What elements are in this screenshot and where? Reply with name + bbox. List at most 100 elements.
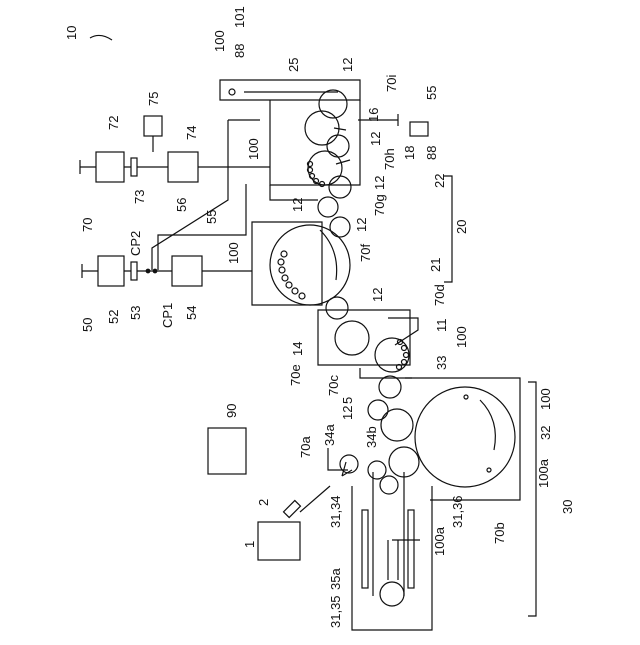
label-56: 56 (174, 198, 189, 212)
roller-35-top (380, 476, 398, 494)
beads-21 (278, 251, 305, 299)
arrow-drum-32 (480, 400, 495, 450)
roller-35-bottom (380, 582, 404, 606)
label-73: 73 (132, 190, 147, 204)
label-88-right: 88 (424, 146, 439, 160)
conveyor-guide-left (362, 510, 368, 588)
roller-70g-1 (318, 197, 338, 217)
label-90: 90 (224, 404, 239, 418)
roller-12-b (327, 135, 349, 157)
label-31-34: 31,34 (328, 495, 343, 528)
housing-21 (252, 222, 322, 305)
mark-32-top (464, 395, 468, 399)
label-system: 10 (64, 26, 79, 40)
label-75: 75 (146, 92, 161, 106)
label-12-b: 12 (368, 132, 383, 146)
roller-70i (319, 90, 347, 118)
drum-16 (305, 111, 339, 145)
roller-34b (381, 409, 413, 441)
label-12-g: 12 (340, 406, 355, 420)
label-30: 30 (560, 500, 575, 514)
label-70b: 70b (492, 522, 507, 544)
label-cp1: CP1 (160, 303, 175, 328)
label-70d: 70d (432, 284, 447, 306)
label-31-35: 31,35 (328, 595, 343, 628)
label-33: 33 (434, 356, 449, 370)
bracket-20 (444, 176, 452, 282)
label-34a: 34a (322, 424, 337, 446)
label-74: 74 (184, 126, 199, 140)
label-12-f: 12 (370, 288, 385, 302)
roller-31-34 (368, 461, 386, 479)
coupling-53 (131, 262, 137, 280)
drum-32 (415, 387, 515, 487)
roller-34a (340, 455, 358, 473)
label-5: 5 (340, 397, 355, 404)
label-cp2: CP2 (128, 231, 143, 256)
label-2: 2 (256, 499, 271, 506)
label-100-f: 100 (226, 242, 241, 264)
label-88-top: 88 (232, 44, 247, 58)
drum-70h (308, 151, 342, 185)
label-14: 14 (290, 342, 305, 356)
label-20: 20 (454, 220, 469, 234)
label-55-left: 55 (204, 210, 219, 224)
label-100a-right: 100a (536, 458, 551, 488)
arrow-drum-16 (334, 128, 346, 130)
line-1-to-feed (300, 486, 330, 512)
housing-32 (405, 378, 520, 500)
label-34b: 34b (364, 426, 379, 448)
label-22: 22 (432, 174, 447, 188)
housing-70d (388, 318, 418, 345)
junction-cp1 (153, 269, 157, 273)
label-31-36: 31,36 (450, 495, 465, 528)
label-12-c: 12 (372, 176, 387, 190)
label-70i: 70i (384, 75, 399, 92)
label-70g: 70g (372, 194, 387, 216)
label-70e: 70e (288, 364, 303, 386)
label-12-a: 12 (340, 58, 355, 72)
conveyor-guide-right (408, 510, 414, 588)
label-55-right: 55 (424, 86, 439, 100)
conveyor-frame (352, 486, 432, 630)
box-52 (98, 256, 124, 286)
box-54 (172, 256, 202, 286)
drum-14 (335, 321, 369, 355)
arrow-drum-70h (336, 160, 350, 164)
label-70: 70 (80, 218, 95, 232)
label-100-d: 100 (454, 326, 469, 348)
label-12-e: 12 (354, 218, 369, 232)
label-70f: 70f (358, 244, 373, 262)
label-53: 53 (128, 306, 143, 320)
label-70h: 70h (382, 148, 397, 170)
label-100-top: 100 (212, 30, 227, 52)
bracket-30 (528, 382, 536, 616)
frame-101 (220, 80, 360, 100)
mark-32-bottom (487, 468, 491, 472)
roller-70g-2 (330, 217, 350, 237)
label-12-d: 12 (290, 198, 305, 212)
label-32: 32 (538, 426, 553, 440)
label-1: 1 (242, 541, 257, 548)
box-1 (258, 522, 300, 560)
label-54: 54 (184, 306, 199, 320)
box-74 (168, 152, 198, 182)
label-52: 52 (106, 310, 121, 324)
sensor-unit-55 (410, 122, 428, 136)
label-18: 18 (402, 146, 417, 160)
label-100-h: 100 (246, 138, 261, 160)
label-16: 16 (366, 108, 381, 122)
control-line-55 (152, 120, 228, 270)
label-11: 11 (434, 319, 449, 333)
roller-33 (379, 376, 401, 398)
roller-12-f (326, 297, 348, 319)
label-70c: 70c (326, 375, 341, 396)
box-75 (144, 116, 162, 136)
box-72 (96, 152, 124, 182)
roller-12-c (329, 176, 351, 198)
label-50: 50 (80, 318, 95, 332)
coupling-73 (131, 158, 137, 176)
junction-cp2 (146, 269, 150, 273)
